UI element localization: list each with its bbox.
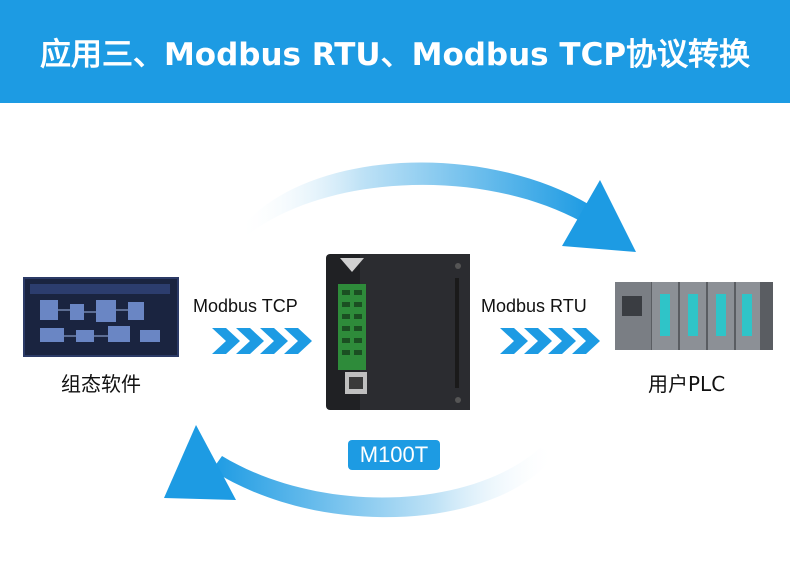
top-flow-arrow	[238, 162, 636, 252]
plc-rack-icon	[615, 282, 773, 350]
scada-label: 组态软件	[61, 372, 141, 396]
right-chevrons	[500, 328, 600, 354]
right-protocol-label: Modbus RTU	[481, 296, 587, 316]
device-model-badge: M100T	[348, 440, 440, 470]
scada-screen-icon	[23, 277, 179, 357]
plc-label: 用户PLC	[648, 372, 726, 396]
page-title: 应用三、Modbus RTU、Modbus TCP协议转换	[39, 37, 751, 73]
bottom-flow-arrow	[164, 425, 556, 518]
io-module-device-icon	[326, 254, 470, 410]
left-protocol-label: Modbus TCP	[193, 296, 298, 316]
left-chevrons	[212, 328, 312, 354]
title-banner	[0, 0, 790, 103]
